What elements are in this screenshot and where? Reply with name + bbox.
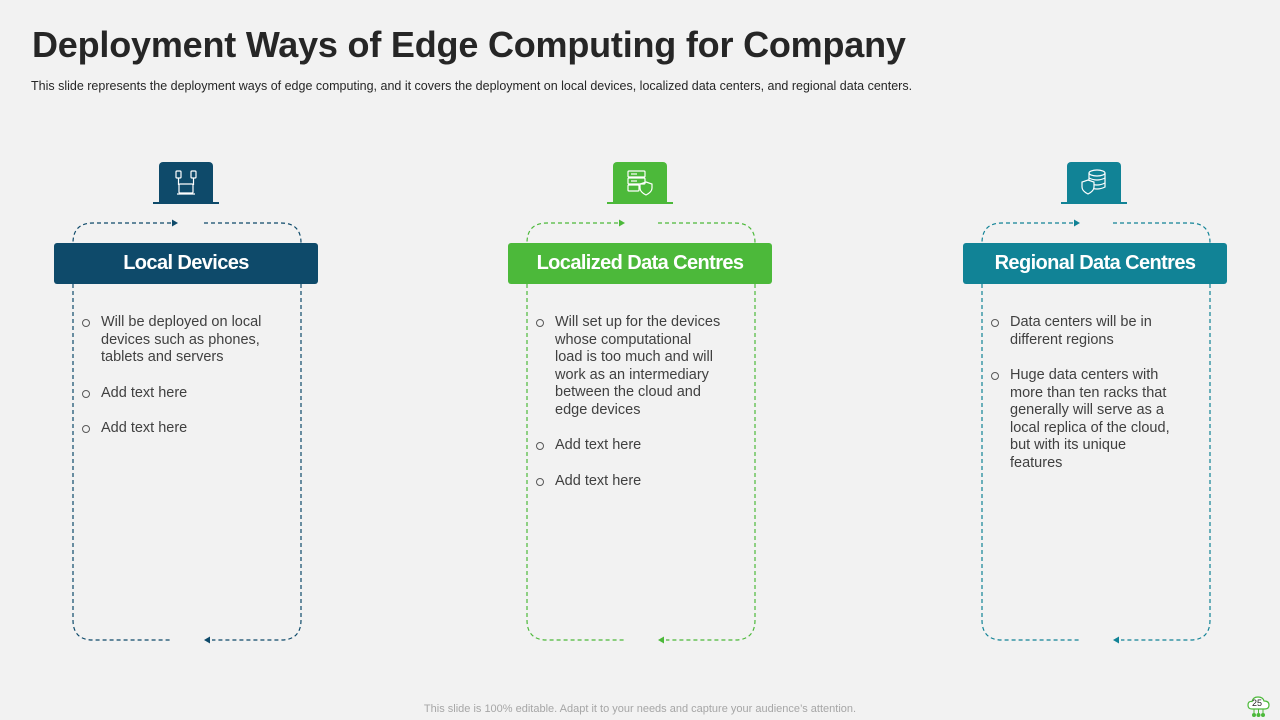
list-item: Will set up for the devices whose comput… [536, 314, 722, 419]
dashed-loop-arrow [72, 219, 302, 644]
icon-underline [153, 202, 219, 204]
dashed-loop-arrow [981, 219, 1211, 644]
network-devices-icon [159, 162, 213, 202]
list-item: Add text here [82, 385, 268, 403]
bullet-circle-icon [82, 319, 90, 327]
column-regional-data-centres: Regional Data Centres Data centers will … [963, 160, 1227, 650]
list-item: Add text here [536, 473, 722, 491]
slide-footer: This slide is 100% editable. Adapt it to… [423, 703, 857, 715]
column-local-devices: Local Devices Will be deployed on local … [54, 160, 318, 650]
bullet-list: Data centers will be in different region… [991, 314, 1177, 490]
list-item: Add text here [536, 437, 722, 455]
bullet-circle-icon [536, 442, 544, 450]
bullet-list: Will set up for the devices whose comput… [536, 314, 722, 508]
bullet-circle-icon [82, 389, 90, 398]
slide-subtitle: This slide represents the deployment way… [31, 79, 913, 93]
bullet-list: Will be deployed on local devices such a… [82, 314, 268, 456]
database-shield-icon [1067, 162, 1121, 202]
bullet-circle-icon [991, 319, 999, 327]
list-item: Data centers will be in different region… [991, 314, 1177, 349]
column-header: Local Devices [54, 243, 318, 284]
icon-underline [1061, 202, 1127, 204]
slide-title: Deployment Ways of Edge Computing for Co… [32, 24, 906, 65]
icon-underline [607, 202, 673, 204]
bullet-circle-icon [82, 425, 90, 433]
bullet-circle-icon [991, 372, 999, 380]
list-item: Huge data centers with more than ten rac… [991, 367, 1177, 472]
list-item: Will be deployed on local devices such a… [82, 314, 268, 367]
column-header: Regional Data Centres [963, 243, 1227, 284]
dashed-loop-arrow [526, 219, 756, 644]
column-localized-data-centres: Localized Data Centres Will set up for t… [508, 160, 772, 650]
page-number: 25 [1251, 698, 1262, 708]
bullet-circle-icon [536, 477, 544, 486]
column-header: Localized Data Centres [508, 243, 772, 284]
server-shield-icon [613, 162, 667, 202]
cloud-network-icon [1247, 696, 1270, 717]
list-item: Add text here [82, 420, 268, 438]
bullet-circle-icon [536, 319, 544, 327]
